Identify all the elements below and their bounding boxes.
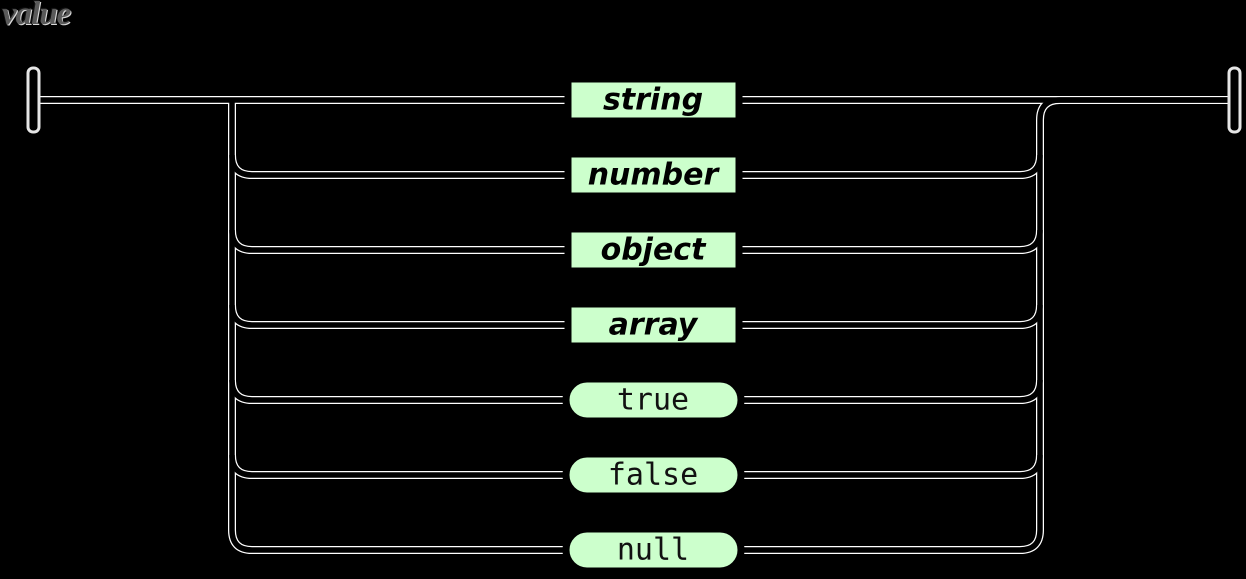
rail-core-right-true bbox=[742, 379, 1043, 403]
rail-core-left-true bbox=[229, 379, 565, 403]
rail-core-right-array bbox=[742, 304, 1043, 328]
node-true[interactable]: true bbox=[562, 375, 745, 425]
rail-core-right-spine bbox=[742, 97, 1234, 553]
node-string[interactable]: string bbox=[564, 75, 743, 125]
rail-left-branch-object bbox=[228, 229, 565, 254]
node-object[interactable]: object bbox=[564, 225, 743, 275]
rail-left-branch-number bbox=[228, 154, 565, 179]
node-string-box[interactable] bbox=[564, 75, 743, 125]
rail-core-left-object bbox=[229, 229, 565, 253]
node-null[interactable]: null bbox=[562, 525, 745, 575]
rail-right-branch-object bbox=[742, 229, 1044, 254]
rail-core-right-object bbox=[742, 229, 1043, 253]
node-object-label: object bbox=[601, 233, 707, 268]
node-true-label: true bbox=[617, 383, 689, 418]
node-null-box[interactable] bbox=[562, 525, 745, 575]
rail-right-branch-false bbox=[742, 454, 1044, 479]
rail-core-left-false bbox=[229, 454, 565, 478]
node-number-label: number bbox=[588, 158, 721, 193]
rail-right-branch-number bbox=[742, 154, 1044, 179]
rail-core-left-number bbox=[229, 154, 565, 178]
node-null-label: null bbox=[617, 533, 689, 568]
rail-right-branch-array bbox=[742, 304, 1044, 329]
node-false[interactable]: false bbox=[562, 450, 745, 500]
node-number[interactable]: number bbox=[564, 150, 743, 200]
rail-core-left-array bbox=[229, 304, 565, 328]
node-true-box[interactable] bbox=[562, 375, 745, 425]
node-false-box[interactable] bbox=[562, 450, 745, 500]
node-number-box[interactable] bbox=[564, 150, 743, 200]
node-object-box[interactable] bbox=[564, 225, 743, 275]
node-array[interactable]: array bbox=[564, 300, 743, 350]
rail-core-right-false bbox=[742, 454, 1043, 478]
page-title: value bbox=[2, 0, 71, 32]
node-string-label: string bbox=[603, 83, 703, 118]
rail-left-branch-false bbox=[228, 454, 565, 479]
rail-right-branch-true bbox=[742, 379, 1044, 404]
node-array-label: array bbox=[609, 308, 699, 343]
end-marker bbox=[1227, 66, 1242, 134]
rail-core-left-spine bbox=[229, 100, 565, 553]
node-array-box[interactable] bbox=[564, 300, 743, 350]
rail-left-branch-array bbox=[228, 304, 565, 329]
start-marker bbox=[26, 66, 41, 134]
node-false-label: false bbox=[608, 458, 698, 493]
rail-core-right-number bbox=[742, 154, 1043, 178]
rail-left-branch-true bbox=[228, 379, 565, 404]
rail-group bbox=[33, 96, 1234, 554]
